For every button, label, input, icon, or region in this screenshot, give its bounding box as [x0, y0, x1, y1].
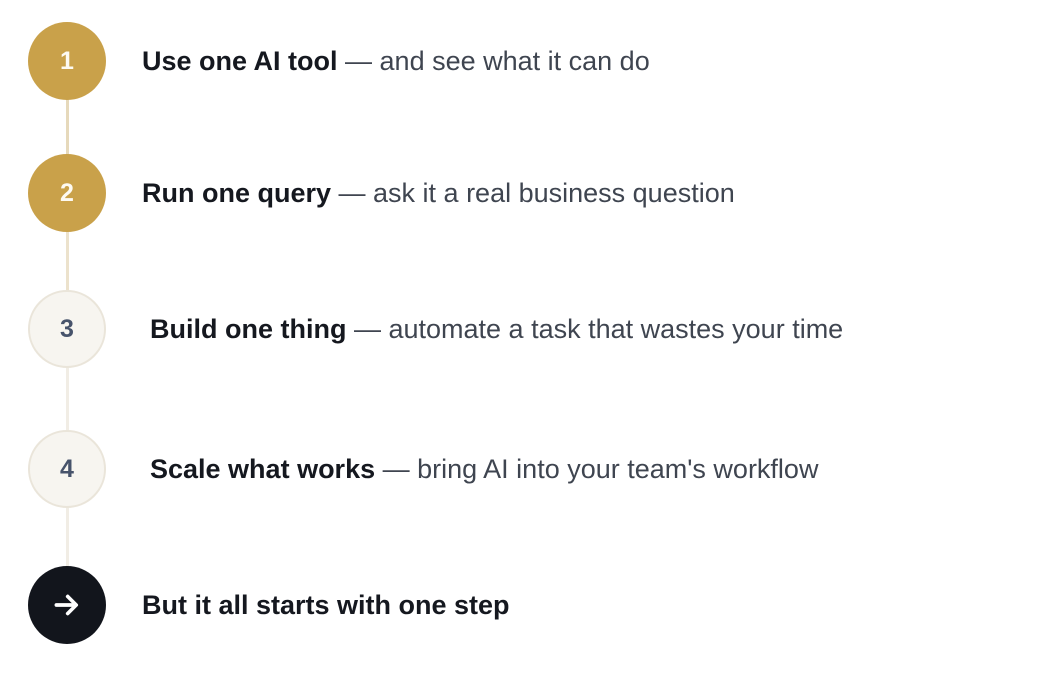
step-row-2: 2 Run one query — ask it a real business… [0, 153, 1052, 233]
step-lead-2: Run one query [142, 178, 332, 208]
connector-1-2 [66, 96, 69, 158]
step-number-1: 1 [60, 46, 74, 75]
step-dash-1: — [337, 46, 380, 76]
step-dash-4: — [375, 454, 418, 484]
step-marker-3: 3 [28, 290, 106, 368]
step-row-4: 4 Scale what works — bring AI into your … [0, 429, 1052, 509]
step-label-2: Run one query — ask it a real business q… [142, 176, 735, 210]
step-dash-2: — [331, 178, 374, 208]
step-marker-final [28, 566, 106, 644]
step-marker-1: 1 [28, 22, 106, 100]
step-number-3: 3 [60, 314, 74, 343]
step-lead-final: But it all starts with [142, 590, 399, 620]
step-row-5: But it all starts with one step [0, 565, 1052, 645]
step-rest-final: one step [398, 590, 510, 620]
connector-2-3 [66, 228, 69, 292]
step-rest-1: and see what it can do [379, 46, 650, 76]
step-rest-3: automate a task that wastes your time [388, 314, 844, 344]
step-lead-4: Scale what works [150, 454, 376, 484]
step-lead-3: Build one thing [150, 314, 347, 344]
arrow-right-icon [50, 588, 84, 622]
step-lead-1: Use one AI tool [142, 46, 338, 76]
step-number-4: 4 [60, 454, 74, 483]
step-number-2: 2 [60, 178, 74, 207]
step-label-3: Build one thing — automate a task that w… [150, 312, 843, 346]
step-label-final: But it all starts with one step [142, 588, 510, 622]
step-marker-2: 2 [28, 154, 106, 232]
connector-3-4 [66, 364, 69, 432]
step-rest-2: ask it a real business question [373, 178, 735, 208]
step-rest-4: bring AI into your team's workflow [417, 454, 819, 484]
step-row-3: 3 Build one thing — automate a task that… [0, 289, 1052, 369]
step-row-1: 1 Use one AI tool — and see what it can … [0, 21, 1052, 101]
step-dash-3: — [346, 314, 389, 344]
connector-4-5 [66, 504, 69, 568]
step-marker-4: 4 [28, 430, 106, 508]
step-label-4: Scale what works — bring AI into your te… [150, 452, 818, 486]
step-label-1: Use one AI tool — and see what it can do [142, 44, 650, 78]
